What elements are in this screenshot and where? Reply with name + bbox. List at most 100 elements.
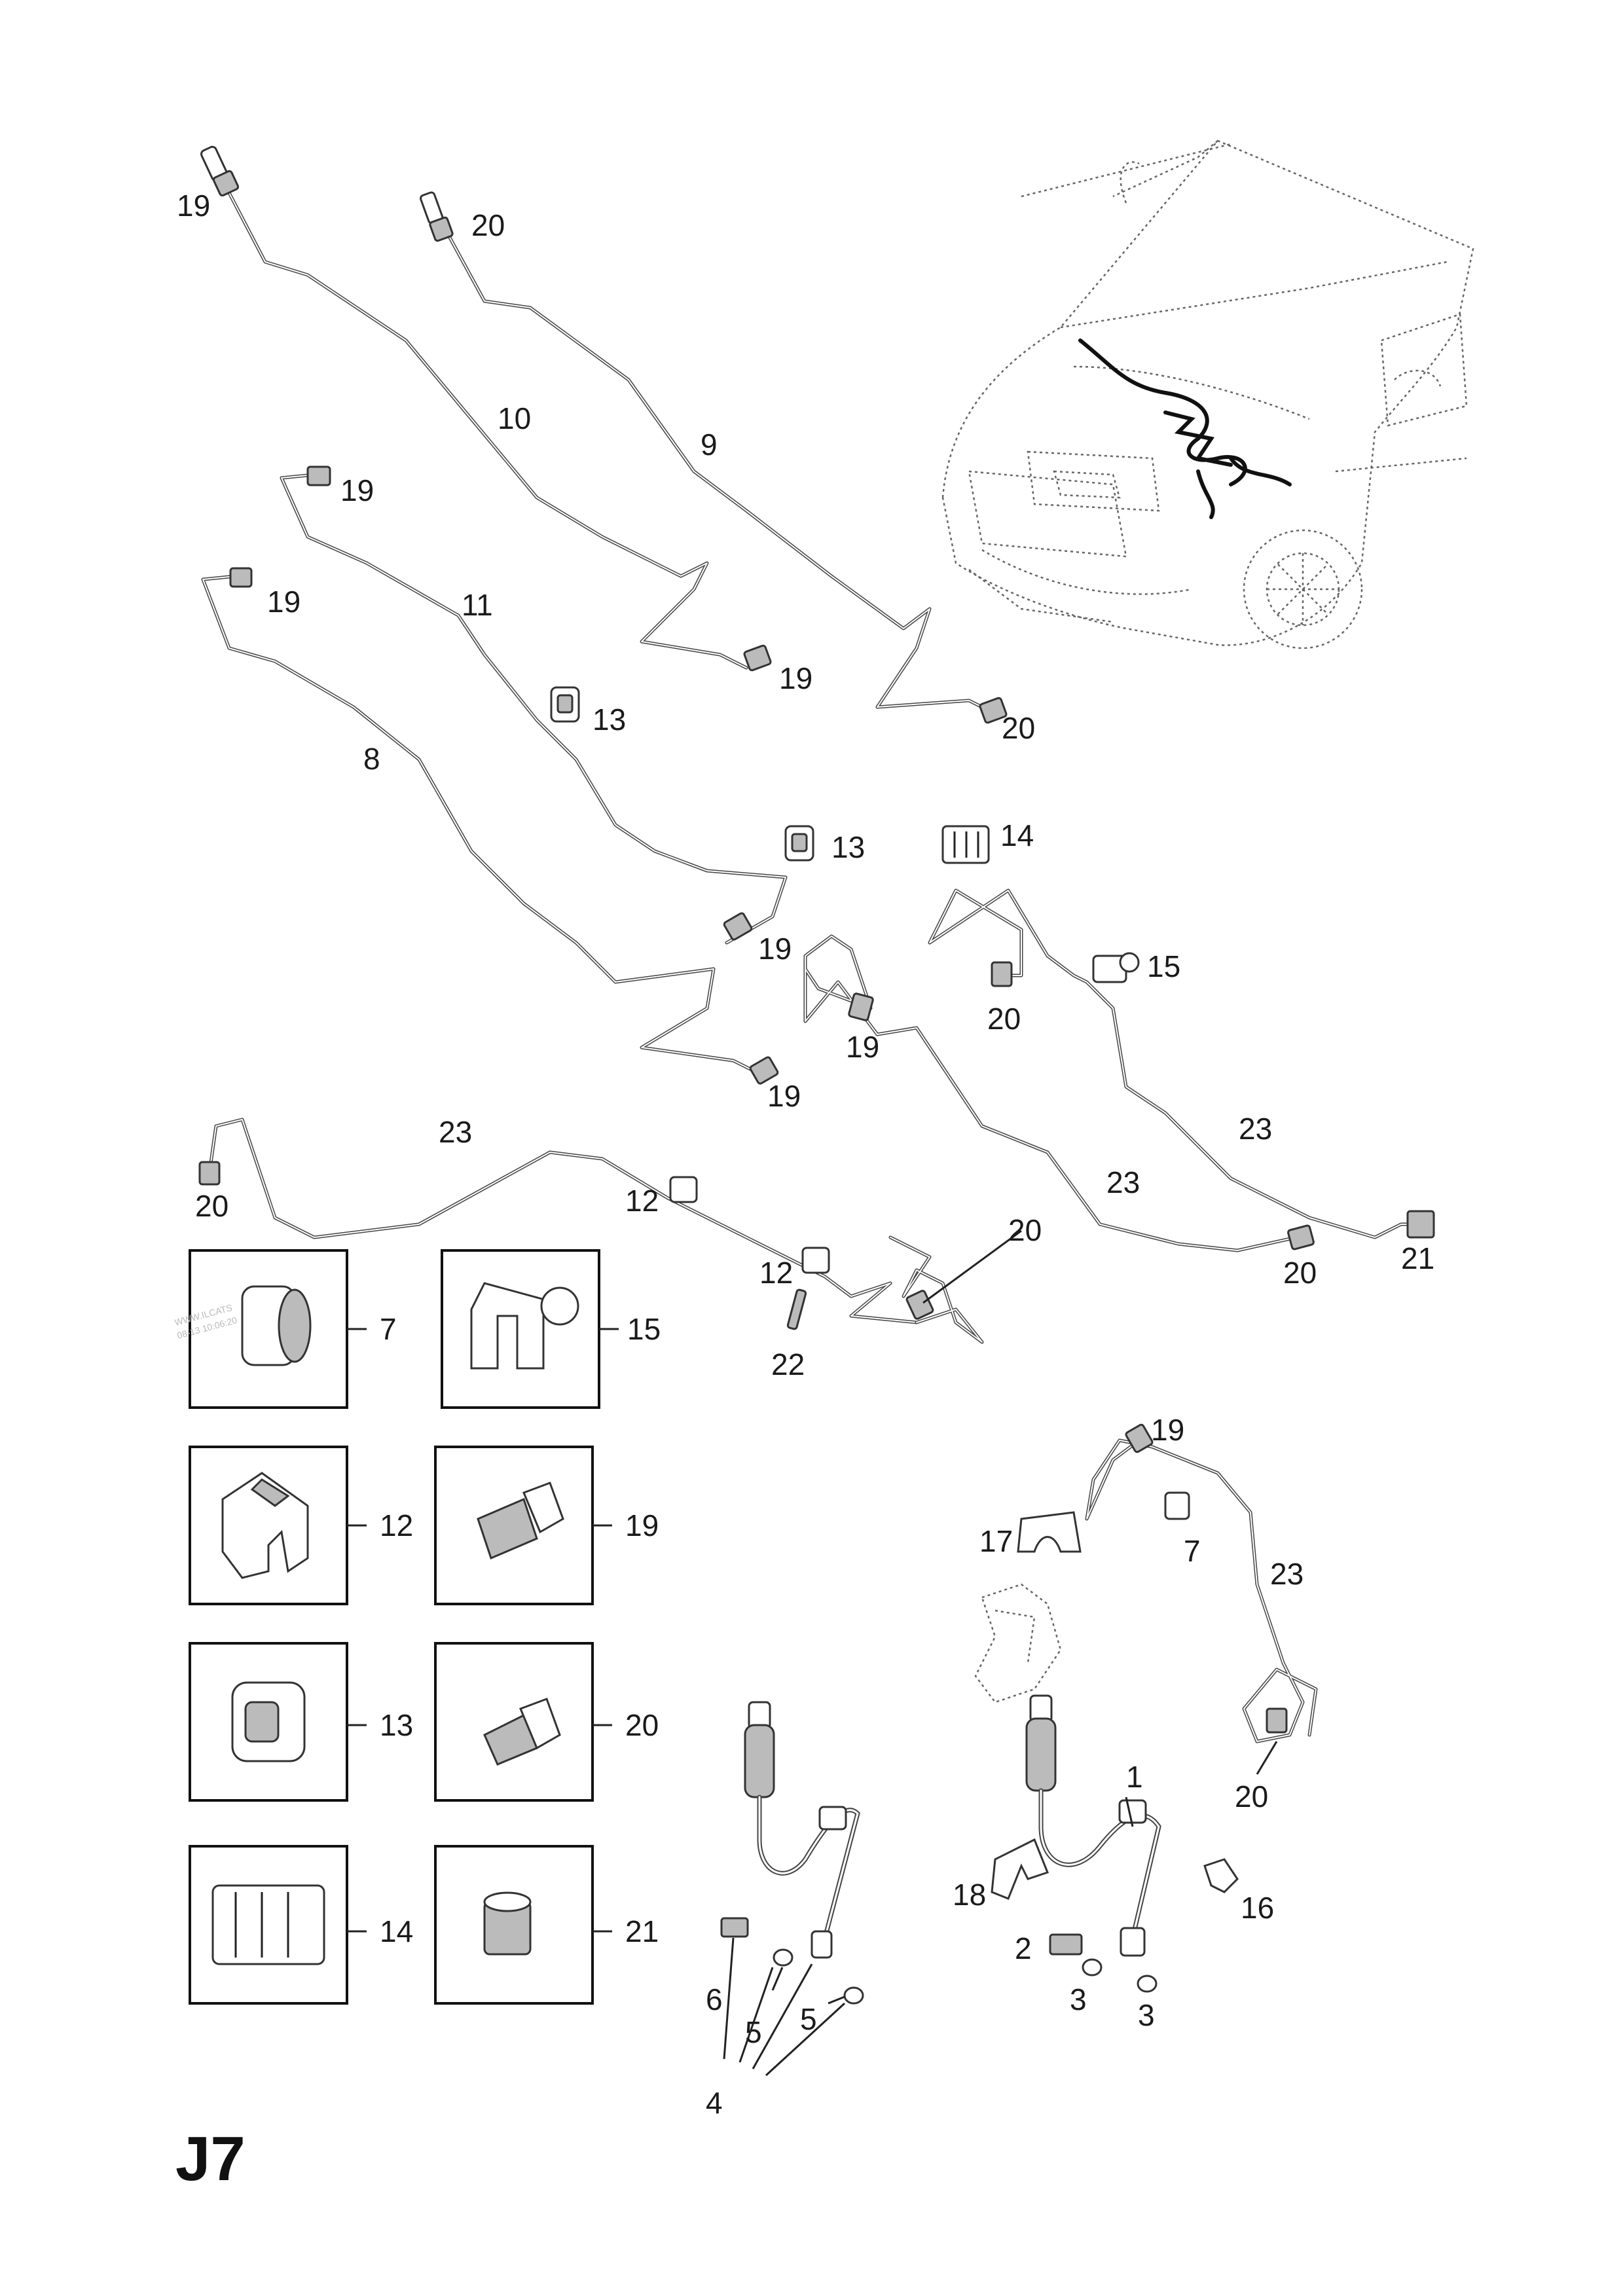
brake-pipe-9 — [443, 227, 997, 716]
callout-13: 13 — [831, 830, 865, 864]
svg-text:7: 7 — [380, 1312, 397, 1346]
legend-box-21: 21 — [434, 1845, 659, 2005]
union-nut-19-rear — [1125, 1423, 1154, 1453]
svg-text:19: 19 — [625, 1508, 659, 1542]
legend-box-20: 20 — [434, 1642, 659, 1802]
brake-pipe-8 — [201, 574, 761, 1076]
callout-labels: 19 20 10 9 19 11 19 8 19 20 13 13 14 19 … — [177, 189, 1434, 2120]
svg-text:14: 14 — [380, 1914, 413, 1948]
svg-text:20: 20 — [625, 1708, 659, 1742]
union-nut-19-mid — [848, 993, 874, 1021]
brake-pipe-23-rear — [1085, 1438, 1318, 1743]
brake-hose-left — [744, 1701, 860, 1959]
svg-text:15: 15 — [627, 1312, 661, 1346]
callout-9: 9 — [701, 428, 718, 462]
union-nut-19-pipe11-end — [723, 912, 753, 941]
callout-20: 20 — [195, 1189, 228, 1223]
svg-text:13: 13 — [380, 1708, 413, 1742]
union-nut-20-pipe9-end — [979, 697, 1008, 724]
bracket-ghost — [974, 1583, 1062, 1704]
callout-4: 4 — [706, 2086, 723, 2120]
callout-20: 20 — [987, 1002, 1021, 1036]
clip-16 — [1203, 1858, 1239, 1893]
brake-pipe-23-right — [928, 888, 1429, 1239]
callout-20: 20 — [1002, 711, 1035, 745]
legend-box-19: 19 — [434, 1446, 659, 1605]
callout-2: 2 — [1015, 1931, 1032, 1965]
callout-14: 14 — [1000, 818, 1034, 852]
callout-17: 17 — [979, 1524, 1013, 1558]
union-nut-19-pipe8-end — [749, 1056, 779, 1085]
callout-22: 22 — [771, 1347, 805, 1381]
callout-10: 10 — [498, 401, 531, 435]
callout-19: 19 — [267, 585, 301, 619]
callout-11: 11 — [462, 588, 493, 622]
callout-7: 7 — [1184, 1534, 1201, 1568]
clip-17 — [1017, 1511, 1082, 1553]
washer-3-right — [1137, 1975, 1158, 1993]
callout-19: 19 — [846, 1030, 879, 1064]
callout-5: 5 — [800, 2002, 817, 2036]
callout-19: 19 — [1151, 1413, 1184, 1447]
legend-box-12: 12 — [189, 1446, 413, 1605]
clip-13-lower — [784, 825, 814, 862]
callout-20: 20 — [1283, 1256, 1317, 1290]
union-nut-19-top — [200, 145, 240, 197]
union-nut-20-rear — [1266, 1707, 1288, 1734]
legend-box-15: 15 — [441, 1249, 661, 1409]
union-nut-19-pipe10-end — [743, 644, 772, 672]
callout-19: 19 — [767, 1079, 801, 1113]
clip-12-upper — [669, 1176, 698, 1203]
washer-3-left — [1082, 1958, 1103, 1977]
clip-15 — [1092, 952, 1140, 983]
union-nut-20-top — [420, 191, 454, 242]
callout-13: 13 — [593, 702, 626, 737]
hex-nut-21 — [1406, 1210, 1435, 1239]
brake-pipe-23-middle — [803, 934, 1298, 1252]
callout-16: 16 — [1241, 1891, 1274, 1925]
callout-19: 19 — [177, 189, 210, 223]
sheet-code: J7 — [175, 2124, 246, 2194]
union-nut-20-mid — [991, 961, 1013, 987]
callout-12: 12 — [625, 1184, 659, 1218]
callout-21: 21 — [1401, 1241, 1434, 1275]
callout-23: 23 — [1106, 1165, 1140, 1199]
callout-1: 1 — [1126, 1760, 1143, 1794]
sleeve-7 — [1164, 1491, 1190, 1520]
callout-23: 23 — [439, 1115, 472, 1149]
brake-pipe-10 — [224, 185, 748, 670]
clip-18 — [991, 1838, 1049, 1900]
union-nut-20-loop — [905, 1290, 934, 1320]
legend-box-14: 14 — [189, 1845, 413, 2005]
brake-pipe-11 — [280, 473, 788, 945]
brake-pipe-23-left — [208, 1118, 919, 1324]
callout-15: 15 — [1147, 949, 1180, 983]
callout-3: 3 — [1070, 1982, 1087, 2016]
callout-3: 3 — [1138, 1998, 1155, 2032]
callout-8: 8 — [363, 742, 380, 776]
clip-14 — [941, 825, 990, 864]
union-nut-20-right — [1287, 1224, 1315, 1250]
legend-box-13: 13 — [189, 1642, 413, 1802]
callout-19: 19 — [779, 661, 812, 695]
washer-5-upper — [773, 1948, 793, 1967]
clip-12-lower — [801, 1247, 830, 1274]
callout-19: 19 — [758, 932, 792, 966]
legend-box-7: 7 WWW.ILCATS 08-13 10:06:20 — [173, 1249, 397, 1409]
callout-18: 18 — [953, 1878, 986, 1912]
bolt-22 — [786, 1288, 807, 1330]
callout-12: 12 — [759, 1256, 793, 1290]
vehicle-brake-lines — [1078, 338, 1292, 519]
union-nut-20-left — [198, 1161, 221, 1186]
callout-20: 20 — [471, 208, 505, 242]
callout-20: 20 — [1235, 1779, 1268, 1813]
union-nut-19-pipe8 — [229, 567, 253, 588]
callout-6: 6 — [706, 1982, 723, 2016]
washer-5-lower — [843, 1986, 864, 2005]
clip-13-upper — [550, 686, 580, 723]
callout-23: 23 — [1239, 1112, 1272, 1146]
svg-text:12: 12 — [380, 1508, 413, 1542]
brake-hose-right — [1025, 1694, 1161, 1957]
bolt-6 — [720, 1917, 749, 1938]
